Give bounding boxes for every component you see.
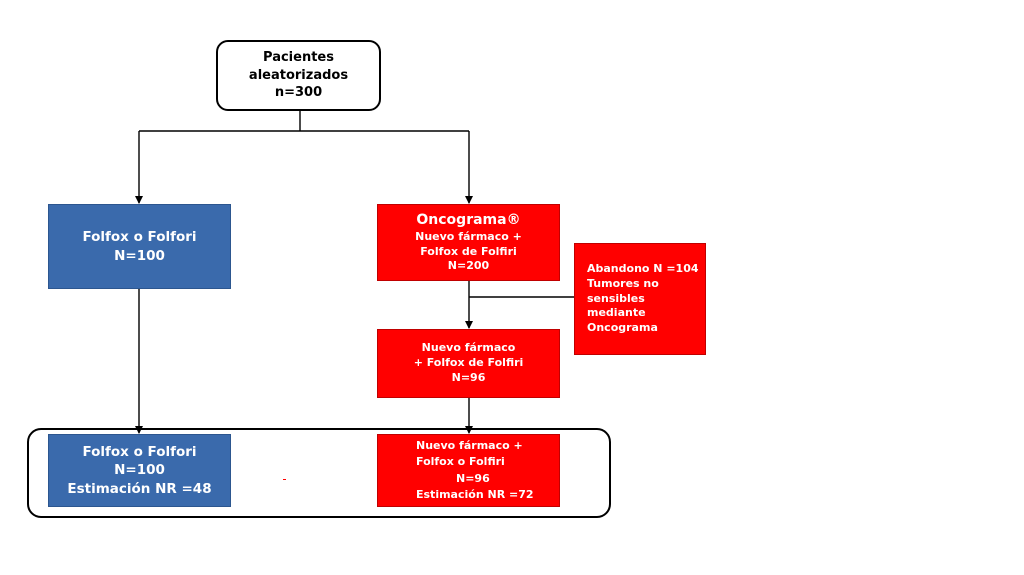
- node-text: Abandono N =104: [587, 261, 699, 275]
- node-text: sensibles: [587, 291, 645, 305]
- node-text: + Folfox de Folfiri: [413, 356, 524, 370]
- node-text: Folfox o Folfori: [82, 444, 197, 461]
- node-new-drug-mid: Nuevo fármaco + Folfox de Folfiri N=96: [377, 329, 560, 398]
- node-text: Folfox o Folfori: [82, 229, 197, 246]
- node-text: N=100: [114, 462, 165, 479]
- node-text: aleatorizados: [248, 67, 349, 83]
- node-dropout: Abandono N =104 Tumores no sensibles med…: [574, 243, 706, 355]
- node-text: N=96: [456, 471, 490, 485]
- node-text: N=96: [451, 370, 486, 384]
- final-group-frame: [27, 428, 611, 518]
- node-text: N=200: [447, 259, 490, 273]
- node-text: Folfox o Folfiri: [416, 455, 505, 468]
- node-oncograma-arm: Oncograma® Nuevo fármaco + Folfox de Fol…: [377, 204, 560, 281]
- node-text: Pacientes: [263, 50, 334, 66]
- node-text: N=100: [114, 247, 165, 264]
- node-randomized-patients: Pacientes aleatorizados n=300: [216, 40, 381, 111]
- node-text: Tumores no: [587, 276, 659, 290]
- node-text: Estimación NR =48: [67, 480, 212, 497]
- node-text: mediante: [587, 306, 646, 320]
- node-text: n=300: [274, 85, 323, 101]
- node-text: Nuevo fármaco +: [415, 229, 522, 243]
- node-text: Estimación NR =72: [416, 488, 534, 501]
- node-control-arm: Folfox o Folfori N=100: [48, 204, 231, 289]
- node-text: Folfox de Folfiri: [420, 244, 517, 258]
- node-text: Nuevo fármaco: [421, 341, 516, 355]
- node-control-final: Folfox o Folfori N=100 Estimación NR =48: [48, 434, 231, 507]
- stray-red-mark: [283, 479, 286, 480]
- node-text: Nuevo fármaco +: [416, 438, 523, 452]
- node-new-drug-final: Nuevo fármaco + Folfox o Folfiri N=96 Es…: [377, 434, 560, 507]
- node-text: Oncograma: [587, 321, 658, 335]
- node-title: Oncograma®: [416, 211, 521, 228]
